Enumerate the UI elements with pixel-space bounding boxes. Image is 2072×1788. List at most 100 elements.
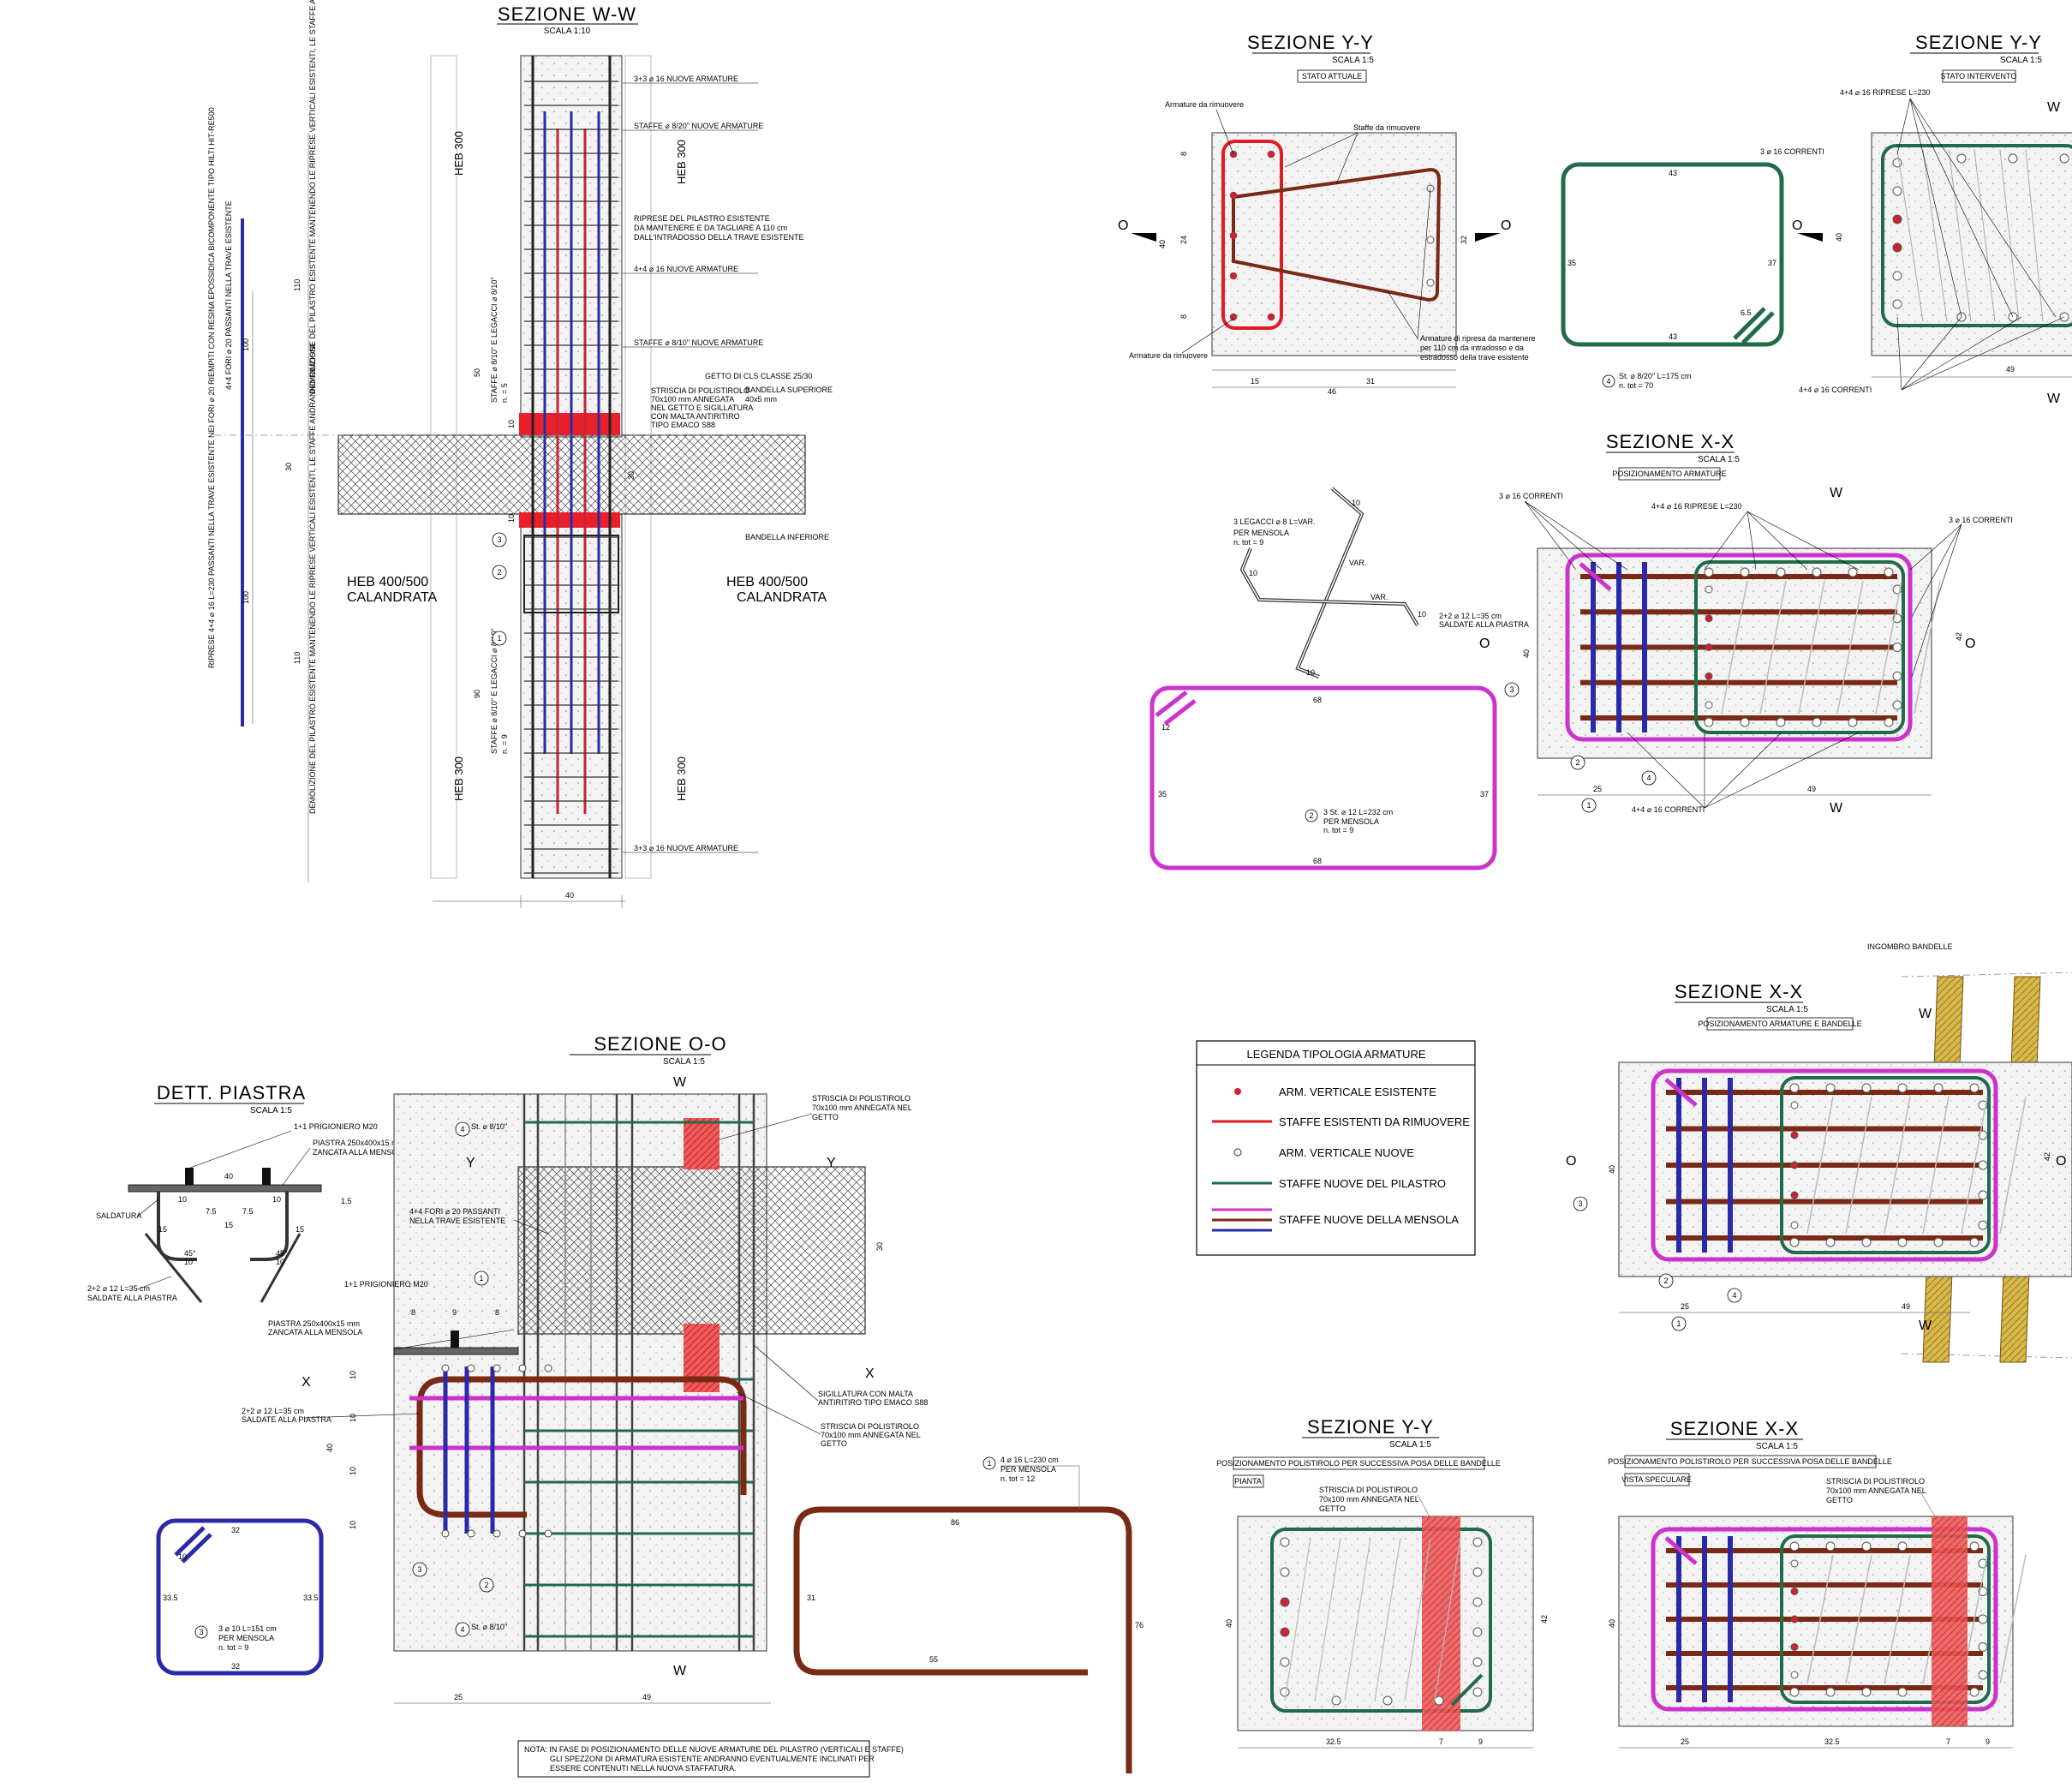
yy1-dim-24: 24 xyxy=(1179,236,1188,244)
xx2-markers-1: 2 xyxy=(1663,1277,1668,1285)
ww-dim-11: 40 xyxy=(565,891,574,900)
oo-bar xyxy=(441,1364,450,1372)
oo-marker-4: 2 xyxy=(484,1581,488,1589)
xx3-label-1: STRISCIA DI POLISTIROLO xyxy=(1826,1477,1925,1486)
oo-y-right: Y xyxy=(827,1156,836,1170)
oo-bar xyxy=(467,1529,475,1538)
piastra-label-1: 1+1 PRIGIONIERO M20 xyxy=(294,1122,378,1131)
oo-dim-11: 10 xyxy=(349,1521,357,1529)
xx1-content-bar-side xyxy=(1892,700,1902,710)
xx2-content-bar-bottom xyxy=(1933,1237,1944,1247)
yy2-bar xyxy=(1892,271,1902,281)
oo-bar xyxy=(493,1364,501,1372)
xx1-markers-1: 2 xyxy=(1575,758,1579,767)
yy3-bar xyxy=(1280,1657,1290,1667)
ww-stirrup-n-top: n. = 5 xyxy=(500,383,509,403)
ww-marker-3: 3 xyxy=(497,535,501,544)
xx1-label-5: 2+2 ⌀ 12 L=35 cm xyxy=(1439,612,1502,620)
ww-stirrup-note-top: STAFFE ⌀ 8/10" E LEGACCI ⌀ 8/10" xyxy=(490,277,499,403)
calandrata-left: CALANDRATA xyxy=(347,590,438,605)
xx2-content-bar-existing xyxy=(1790,1131,1799,1139)
xx3-label-3: GETTO xyxy=(1826,1496,1853,1504)
stirrup-4-outline xyxy=(1561,162,1784,347)
oo-marker-2: 1 xyxy=(479,1274,483,1283)
yy3-title: SEZIONE Y-Y xyxy=(1307,1416,1434,1438)
xx1-content-bar-bottom xyxy=(1776,717,1786,727)
legend-symbol-existing-vertical xyxy=(1234,1088,1241,1095)
xx2-content-bar-bottom xyxy=(1861,1237,1872,1247)
yy2-w-top: W xyxy=(2047,100,2061,115)
legend-item-5: STAFFE NUOVE DELLA MENSOLA xyxy=(1279,1213,1459,1226)
xx2-content-bar-existing xyxy=(1790,1161,1799,1169)
yy2-label-1: 4+4 ⌀ 16 RIPRESE L=230 xyxy=(1840,88,1931,97)
stirrup-2-shape: 68 68 12 35 37 2 3 St. ⌀ 12 L=232 cm PER… xyxy=(1149,685,1497,870)
xx1-tag: POSIZIONAMENTO ARMATURE xyxy=(1612,469,1726,478)
ww-label-6: 4+4 ⌀ 16 NUOVE ARMATURE xyxy=(634,265,738,273)
yy3-label-2: 70x100 mm ANNEGATA NEL xyxy=(1319,1495,1419,1504)
oo-marker-1-circle xyxy=(455,1121,470,1137)
ww-dim-9: 10 xyxy=(507,420,516,428)
xx2-content-legaccio xyxy=(1845,1096,1872,1235)
oo-note-3: ESSERE CONTENUTI NELLA NUOVA STAFFATURA. xyxy=(550,1764,737,1773)
oo-marker-5: 4 xyxy=(460,1625,464,1634)
stirrup-4-marker: 4 xyxy=(1606,377,1610,386)
xx2-content-bar-top xyxy=(1789,1083,1800,1093)
piastra-label-2: PIASTRA 250x400x15 mm xyxy=(313,1139,404,1147)
piastra-plate xyxy=(128,1184,322,1193)
legacci-dim-5: VAR. xyxy=(1370,593,1388,601)
yy1-dim-8b: 8 xyxy=(1179,314,1188,319)
xx1-content-bar-side xyxy=(1892,671,1902,681)
oo-bar xyxy=(518,1364,527,1372)
yy3-bar xyxy=(1434,1695,1444,1706)
ww-dim-3: 30 xyxy=(284,463,293,471)
piastra-label-6: SALDATE ALLA PIASTRA xyxy=(87,1294,177,1302)
xx2-content-bar-bottom xyxy=(1969,1237,1979,1247)
xx3-content-bar-side xyxy=(1978,1670,1988,1680)
xx3-title: SEZIONE X-X xyxy=(1670,1418,1799,1439)
legend: LEGENDA TIPOLOGIA ARMATURE ARM. VERTICAL… xyxy=(1196,1040,1476,1256)
xx1-content-bar-existing xyxy=(1705,614,1713,623)
section-oo: SEZIONE O-O SCALA 1:5 St. ⌀ 8/10"STRISCI… xyxy=(242,1033,928,1778)
xx1-markers-2-circle xyxy=(1641,770,1657,786)
xx3-content-bar-existing xyxy=(1790,1615,1799,1624)
oo-label-16: GETTO xyxy=(821,1439,847,1448)
xx3-content-magenta-stirrup xyxy=(1651,1527,1998,1712)
yy1-bar xyxy=(1426,236,1435,244)
oo-x-left: X xyxy=(302,1375,311,1390)
xx3-dim-7: 7 xyxy=(1946,1737,1950,1746)
xx2-content-bar-top xyxy=(1933,1083,1944,1093)
yy2-legaccio xyxy=(2025,149,2044,322)
ww-label-2: STAFFE ⌀ 8/20" NUOVE ARMATURE xyxy=(634,122,763,130)
xx2-content-legaccio xyxy=(1961,1096,1988,1235)
xx2-markers-3: 1 xyxy=(1676,1319,1681,1328)
yy3-label-1: STRISCIA DI POLISTIROLO xyxy=(1319,1486,1418,1494)
yy1-label-2: Staffe da rimuovere xyxy=(1353,123,1420,132)
xx1-label-4: 4+4 ⌀ 16 CORRENTI xyxy=(1632,805,1705,814)
xx2-dim-25: 25 xyxy=(1681,1302,1689,1311)
oo-marker-3-circle xyxy=(412,1562,427,1577)
xx3-dim-325: 32.5 xyxy=(1824,1737,1840,1746)
polystyrene-strip-bottom xyxy=(519,512,620,528)
oo-title: SEZIONE O-O xyxy=(594,1033,726,1055)
yy1-tag: STATO ATTUALE xyxy=(1302,72,1362,81)
xx1-content-bar-existing xyxy=(1705,643,1713,651)
piastra-title: DETT. PIASTRA xyxy=(157,1082,306,1103)
xx2-content-bar-bottom xyxy=(1789,1237,1800,1247)
ww-label-15: 40x5 mm xyxy=(745,395,777,404)
ww-dim-5: 110 xyxy=(293,652,302,664)
xx3-content-bar-side xyxy=(1978,1614,1988,1624)
ww-label-1: 3+3 ⌀ 16 NUOVE ARMATURE xyxy=(634,75,738,83)
ww-dim-1: 110 xyxy=(293,279,302,291)
stirrup-4-dim-left: 35 xyxy=(1567,259,1576,267)
xx1-o-left: O xyxy=(1479,637,1490,651)
xx2-content-bar-top xyxy=(1861,1083,1872,1093)
xx3-content-bar-existing xyxy=(1790,1559,1799,1568)
yy2-bar xyxy=(1956,153,1967,164)
xx3-content-bar-existing xyxy=(1790,1671,1799,1679)
legacci-label-3: n. tot = 9 xyxy=(1233,538,1263,547)
xx1-title: SEZIONE X-X xyxy=(1606,431,1735,452)
yy2-bar xyxy=(1892,299,1902,309)
heb-label-2: HEB 300 xyxy=(675,140,688,184)
legend-symbol-new-vertical xyxy=(1233,1148,1242,1157)
ww-marker-1: 1 xyxy=(497,634,501,643)
